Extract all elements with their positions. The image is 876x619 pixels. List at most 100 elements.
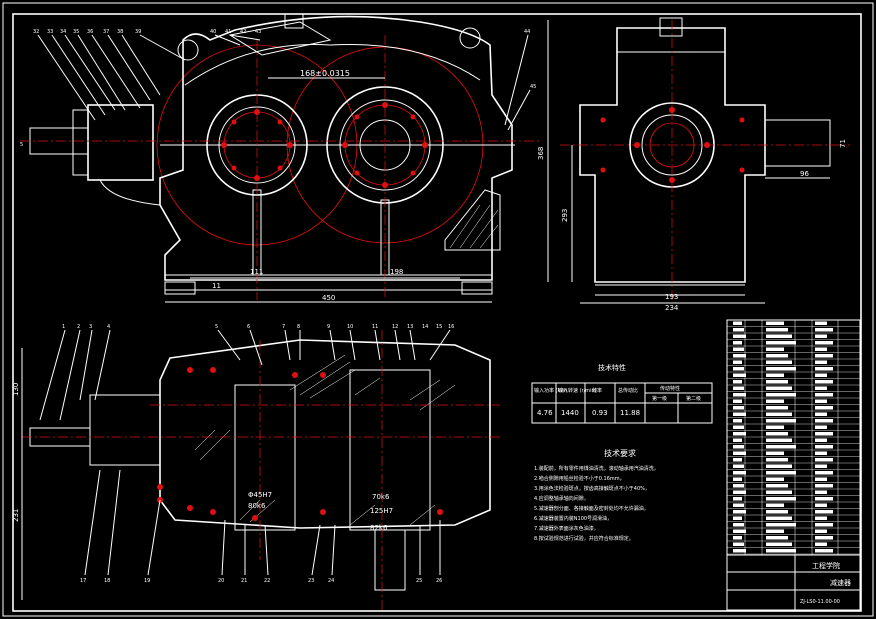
parts-cell-text	[733, 380, 742, 384]
spec-sub-stage1: 第一级	[652, 395, 667, 402]
parts-cell-text	[815, 484, 833, 488]
parts-cell-text	[815, 516, 827, 520]
spec-header-speed: 输入转速 (r/min)	[558, 387, 597, 394]
dim-71: 71	[839, 139, 847, 148]
housing-curve	[99, 179, 161, 206]
dim-193: 193	[665, 293, 678, 301]
dim-198: 198	[390, 268, 403, 276]
dim-center-distance: 168±0.0315	[300, 69, 350, 78]
parts-cell-text	[766, 445, 796, 449]
spec-val-speed: 1440	[561, 409, 579, 417]
parts-cell-text	[766, 471, 796, 475]
parts-list-rows	[727, 320, 860, 555]
dim-111: 111	[250, 268, 263, 276]
balloon-19: 19	[144, 578, 150, 584]
parts-cell-text	[733, 458, 742, 462]
front-leaders	[37, 34, 531, 131]
parts-cell-text	[733, 334, 746, 338]
parts-cell-text	[733, 432, 746, 436]
parts-cell-text	[733, 406, 744, 410]
balloon-16: 16	[448, 324, 454, 330]
tech-req-line-6: 6.减速器装置内装N100号润滑油，	[534, 515, 612, 522]
lid-flange	[184, 43, 481, 86]
parts-cell-text	[815, 373, 827, 377]
plan-balloons-top: 1 2 3 4 5 6 7 8 9 10 11 12 13 14 15 16	[62, 324, 454, 330]
input-bearing-housing	[87, 104, 154, 181]
parts-cell-text	[766, 477, 784, 481]
balloon-44: 44	[524, 29, 530, 35]
balloon-2: 2	[77, 324, 80, 330]
spec-header-transmission: 传动特性	[660, 385, 680, 392]
spec-header-efficiency: 效率	[592, 387, 602, 394]
balloon-20: 20	[218, 578, 224, 584]
balloon-39: 39	[135, 29, 141, 35]
balloon-26: 26	[436, 578, 442, 584]
oil-gauge-boss	[444, 189, 501, 251]
parts-cell-text	[766, 321, 784, 325]
foot-left	[164, 281, 196, 295]
parts-cell-text	[766, 516, 792, 520]
plan-input-housing	[89, 394, 161, 466]
balloon-24: 24	[328, 578, 334, 584]
parts-cell-text	[815, 490, 827, 494]
gear-spec-table: 技术特性 输入功率 (kW) 输入转速 (r/min) 效率 总传动比 传动特性…	[531, 363, 713, 424]
foot-right	[461, 281, 493, 295]
parts-cell-text	[733, 399, 742, 403]
title-name: 减速器	[830, 578, 851, 587]
fit-70k6: 70k6	[372, 493, 390, 501]
title-block	[726, 554, 861, 611]
parts-cell-text	[733, 464, 744, 468]
spec-val-efficiency: 0.93	[592, 409, 608, 417]
parts-cell-text	[766, 510, 788, 514]
parts-cell-text	[815, 542, 827, 546]
parts-cell-text	[766, 393, 796, 397]
title-code: ZJ-LS0-11.00-00	[800, 599, 840, 605]
spec-sub-stage2: 第二级	[686, 395, 701, 402]
parts-cell-text	[815, 432, 833, 436]
balloon-15: 15	[436, 324, 442, 330]
balloon-37: 37	[103, 29, 109, 35]
balloon-34: 34	[60, 29, 66, 35]
parts-cell-text	[815, 347, 827, 351]
side-breather	[659, 17, 683, 37]
fit-45h7: Φ45H7	[248, 491, 272, 499]
balloon-21: 21	[241, 578, 247, 584]
balloon-38: 38	[117, 29, 123, 35]
parts-cell-text	[733, 549, 746, 553]
balloon-32: 32	[33, 29, 39, 35]
spec-header-power: 输入功率 (kW)	[534, 387, 567, 394]
parts-cell-text	[815, 386, 827, 390]
dim-96: 96	[800, 170, 809, 178]
parts-cell-text	[733, 360, 742, 364]
parts-cell-text	[815, 503, 827, 507]
parts-cell-text	[733, 328, 744, 332]
tech-req-line-4: 4.应调整轴承轴向间隙，	[534, 495, 589, 502]
dim-11: 11	[212, 282, 221, 290]
parts-cell-text	[766, 549, 796, 553]
parts-cell-text	[815, 321, 827, 325]
parts-cell-text	[733, 367, 744, 371]
parts-cell-text	[733, 321, 742, 325]
balloon-8: 8	[297, 324, 300, 330]
parts-cell-text	[815, 419, 833, 423]
side-housing	[579, 27, 766, 283]
parts-cell-text	[733, 536, 742, 540]
balloon-25: 25	[416, 578, 422, 584]
balloon-43: 43	[255, 29, 261, 35]
spec-table-title: 技术特性	[598, 363, 626, 372]
tech-req-line-2: 2.啮合侧隙用铅丝检验不小于0.16mm，	[534, 475, 625, 482]
balloon-18: 18	[104, 578, 110, 584]
fit-80k6: 80k6	[248, 502, 266, 510]
parts-cell-text	[733, 419, 742, 423]
parts-cell-text	[766, 399, 784, 403]
parts-cell-text	[815, 497, 833, 501]
parts-cell-text	[815, 393, 833, 397]
spec-val-ratio: 11.88	[620, 409, 640, 417]
parts-cell-text	[815, 380, 833, 384]
parts-cell-text	[815, 471, 833, 475]
fit-82k6: 82k6	[370, 524, 388, 532]
parts-cell-text	[766, 542, 792, 546]
parts-cell-text	[733, 490, 746, 494]
